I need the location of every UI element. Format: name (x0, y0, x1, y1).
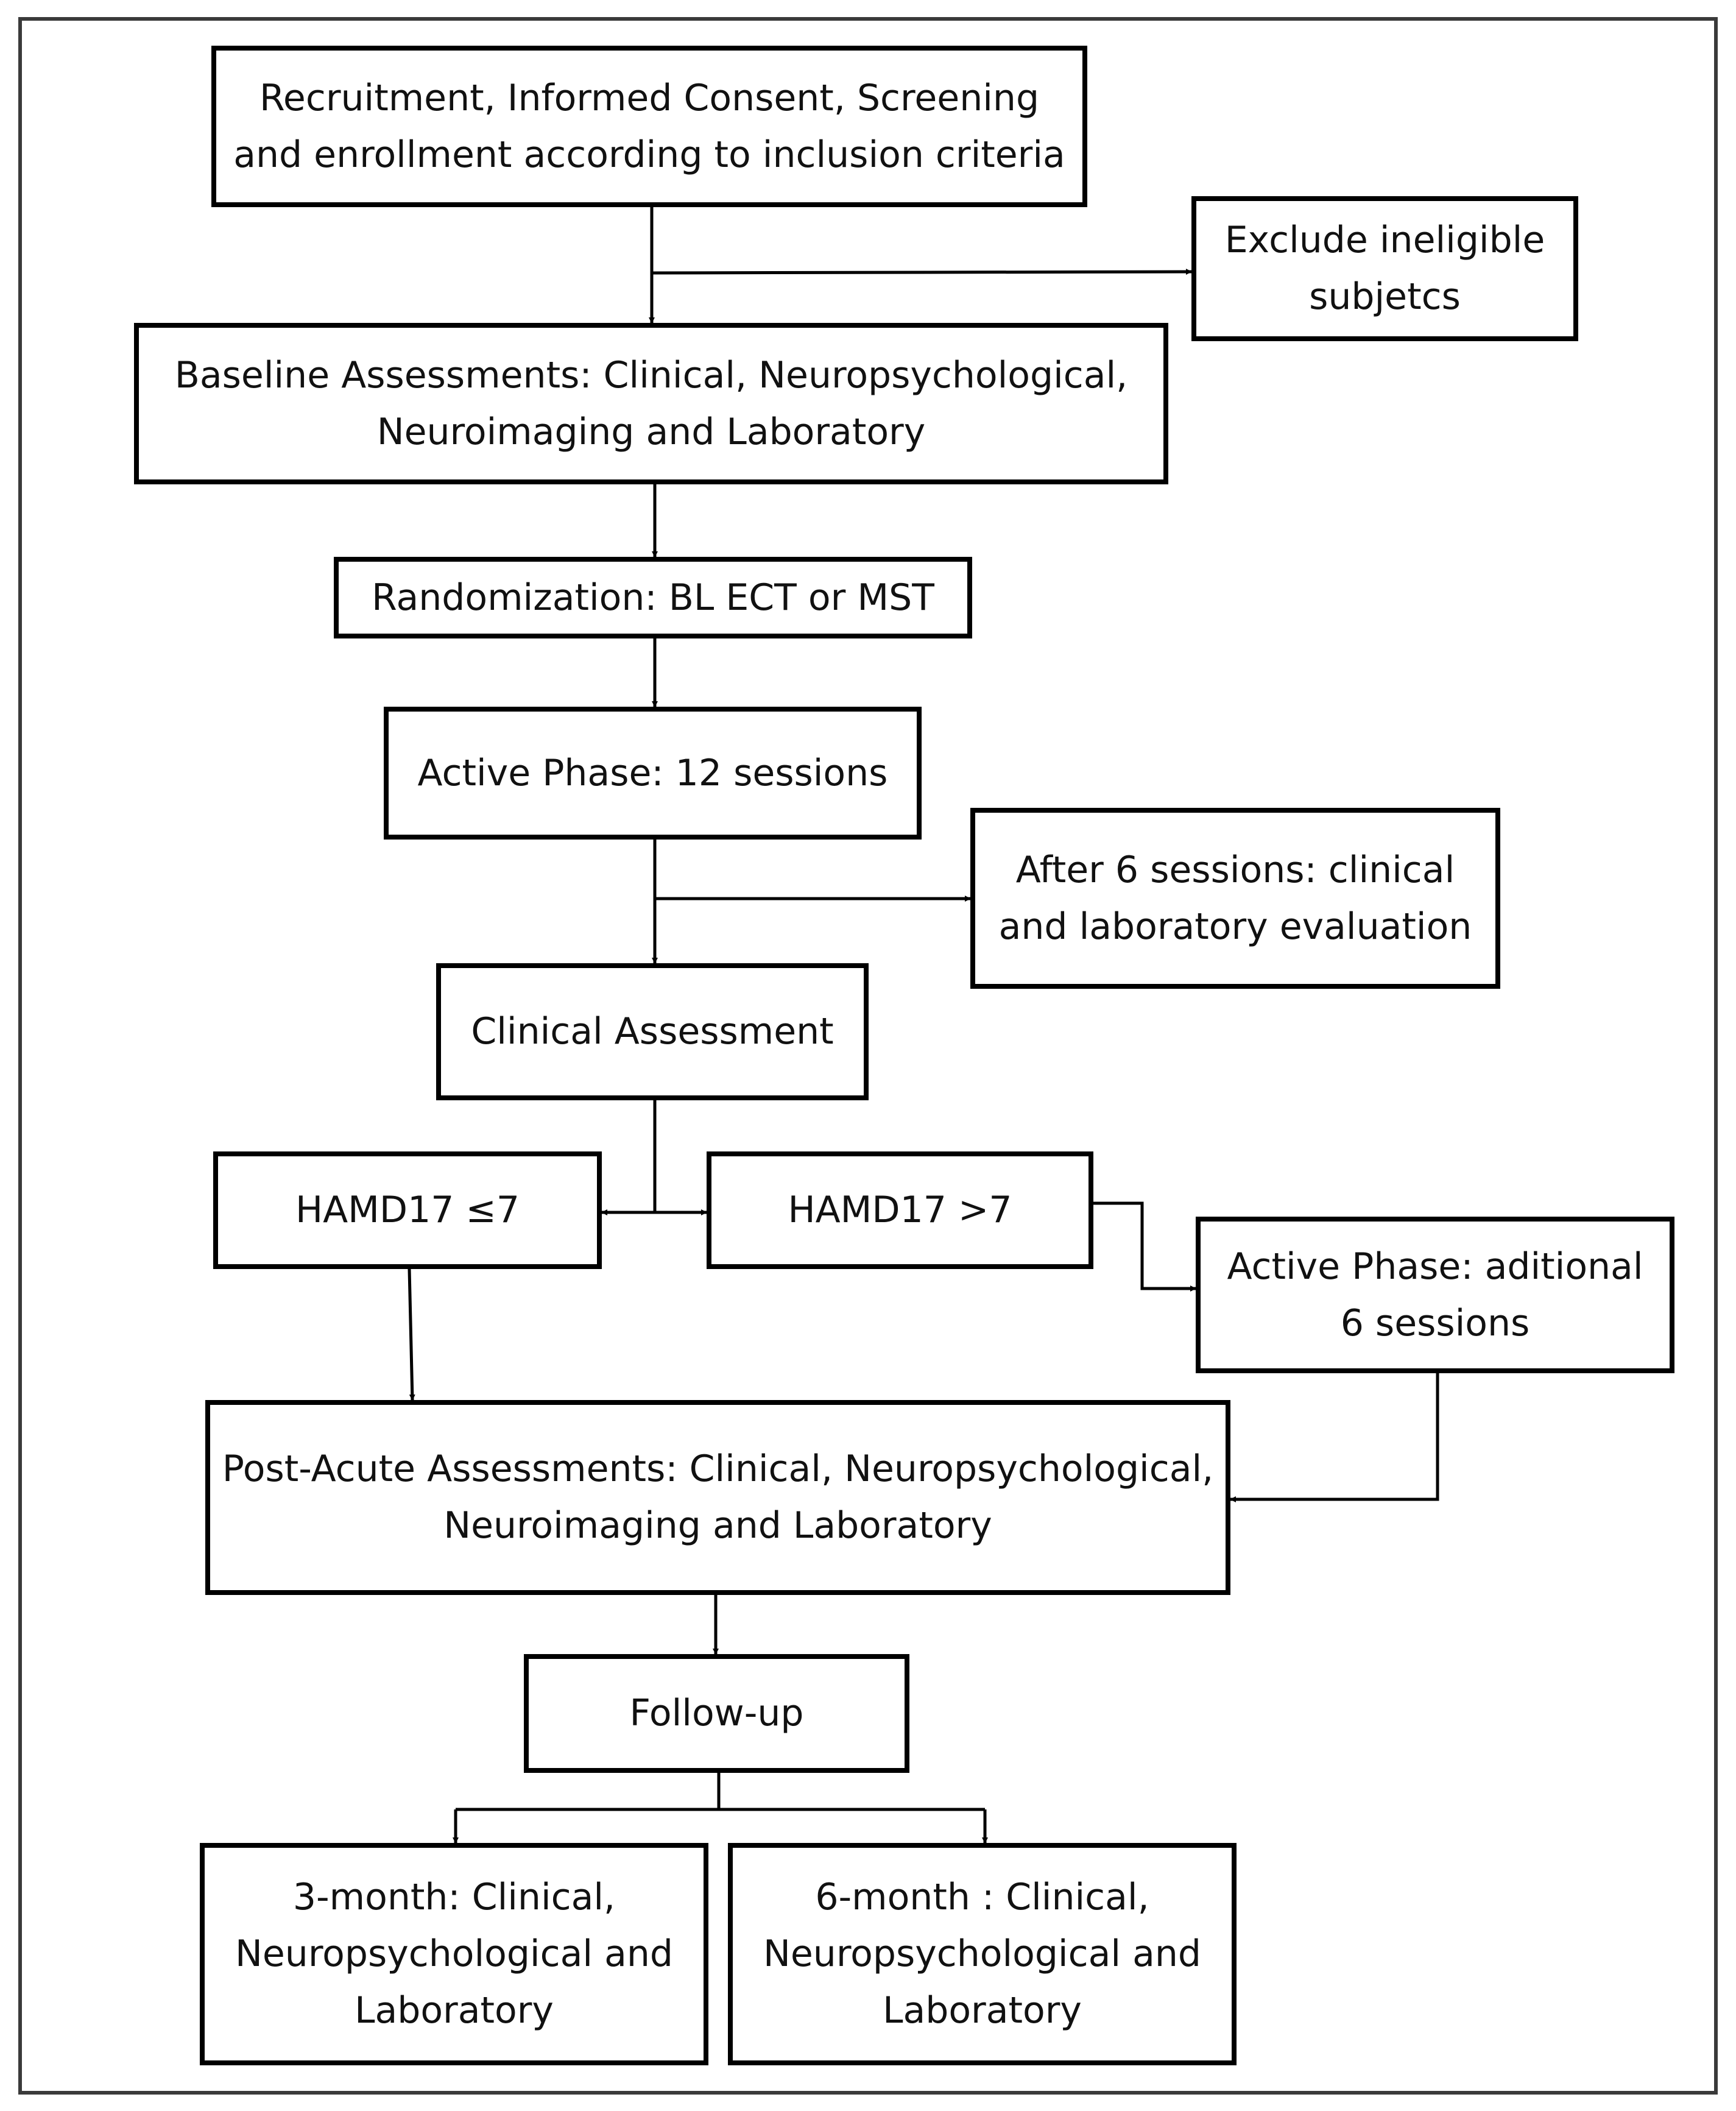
arrow-to-exclude (651, 269, 1192, 275)
hamd-low-text: HAMD17 ≤7 (295, 1189, 520, 1231)
randomization-text: Randomization: BL ECT or MST (372, 576, 934, 619)
arrow-hamd-high-to-additional (1093, 1201, 1196, 1292)
diagram-frame (18, 17, 1718, 2095)
active-phase-text: Active Phase: 12 sessions (417, 751, 888, 794)
six-month-text: 6-month : Clinical, Neuropsychological a… (763, 1876, 1201, 2032)
randomization-box: Randomization: BL ECT or MST (334, 557, 972, 638)
arrow-hamd-low-to-post-acute (408, 1268, 415, 1401)
six-month-box: 6-month : Clinical, Neuropsychological a… (728, 1843, 1237, 2065)
baseline-box: Baseline Assessments: Clinical, Neuropsy… (134, 323, 1168, 484)
after-six-sessions-text: After 6 sessions: clinical and laborator… (998, 848, 1472, 948)
exclude-text: Exclude ineligible subjetcs (1224, 219, 1545, 318)
follow-up-text: Follow-up (629, 1692, 804, 1734)
after-six-sessions-box: After 6 sessions: clinical and laborator… (970, 808, 1500, 989)
additional-sessions-text: Active Phase: aditional 6 sessions (1227, 1245, 1643, 1345)
recruitment-box: Recruitment, Informed Consent, Screening… (211, 46, 1087, 207)
hamd-high-text: HAMD17 >7 (788, 1189, 1012, 1231)
recruitment-text: Recruitment, Informed Consent, Screening… (233, 76, 1065, 176)
arrow-additional-to-post-acute (1230, 1373, 1439, 1502)
hamd-low-box: HAMD17 ≤7 (213, 1151, 602, 1269)
three-month-text: 3-month: Clinical, Neuropsychological an… (235, 1876, 673, 2032)
exclude-box: Exclude ineligible subjetcs (1191, 196, 1578, 341)
baseline-text: Baseline Assessments: Clinical, Neuropsy… (174, 353, 1128, 453)
three-month-box: 3-month: Clinical, Neuropsychological an… (200, 1843, 708, 2065)
additional-sessions-box: Active Phase: aditional 6 sessions (1196, 1217, 1674, 1373)
post-acute-text: Post-Acute Assessments: Clinical, Neurop… (222, 1448, 1214, 1547)
clinical-assessment-text: Clinical Assessment (471, 1010, 834, 1053)
post-acute-box: Post-Acute Assessments: Clinical, Neurop… (205, 1400, 1230, 1595)
hamd-high-box: HAMD17 >7 (707, 1151, 1093, 1269)
clinical-assessment-box: Clinical Assessment (436, 963, 869, 1100)
active-phase-box: Active Phase: 12 sessions (384, 707, 922, 840)
follow-up-box: Follow-up (524, 1654, 909, 1773)
